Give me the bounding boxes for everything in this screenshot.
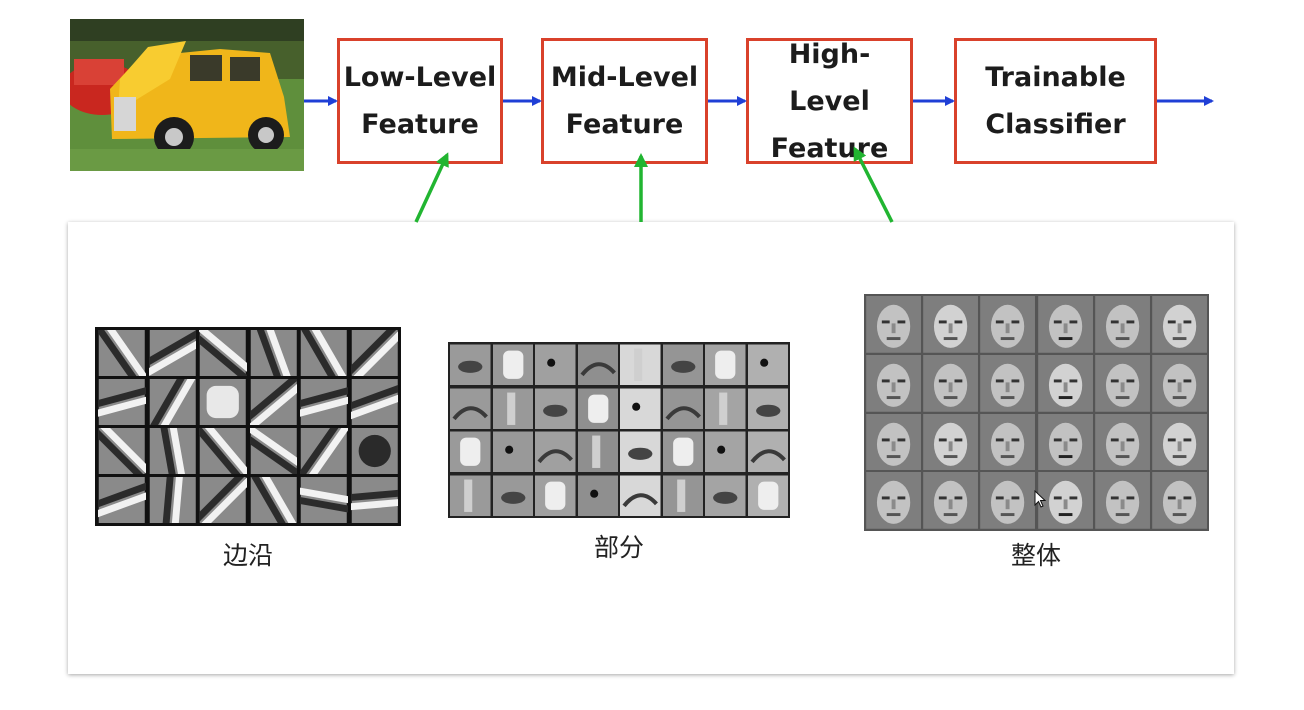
face-feature-tile <box>980 354 1036 412</box>
face-feature-tile <box>923 354 979 412</box>
edge-filter-tile <box>300 379 348 425</box>
part-feature-tile <box>492 431 533 472</box>
stage-label-high-level-feature: High-Level Feature <box>770 38 889 164</box>
edge-filter-tile <box>351 428 398 474</box>
part-feature-tile <box>662 388 703 429</box>
face-feature-tile <box>1152 472 1207 529</box>
edge-filter-tile <box>98 379 146 425</box>
part-feature-tile <box>747 431 788 472</box>
part-feature-tile <box>450 344 491 385</box>
stage-label-low-level-feature: Low-Level Feature <box>343 62 497 140</box>
edge-filter-tile <box>149 477 196 523</box>
face-feature-tile <box>1094 296 1150 353</box>
edge-filter-tile <box>249 477 297 523</box>
part-feature-tile <box>620 431 661 472</box>
face-feature-tile <box>866 354 921 412</box>
face-feature-tile <box>980 472 1036 529</box>
part-feature-tile <box>705 344 746 385</box>
stage-label-trainable-classifier: Trainable Classifier <box>985 62 1126 140</box>
part-feature-tile <box>577 344 618 385</box>
edge-filter-tile <box>149 428 196 474</box>
mouse-pointer-icon <box>1034 490 1046 508</box>
caption-wholes: 整体 <box>1010 541 1061 570</box>
face-feature-tile <box>1094 354 1150 412</box>
whole-object-features-grid <box>864 294 1209 531</box>
edge-filter-tile <box>199 477 247 523</box>
edge-filter-tile <box>148 330 196 376</box>
face-feature-tile <box>1037 354 1093 412</box>
part-feature-tile <box>747 344 788 385</box>
part-feature-tile <box>577 475 618 516</box>
stage-box-trainable-classifier: Trainable Classifier <box>954 38 1157 164</box>
face-feature-tile <box>923 413 979 471</box>
input-car-photo <box>70 19 304 171</box>
stage-box-low-level-feature: Low-Level Feature <box>337 38 503 164</box>
face-feature-tile <box>1152 296 1207 353</box>
face-feature-tile <box>1152 413 1207 471</box>
part-feature-tile <box>705 431 746 472</box>
edge-filter-tile <box>350 477 398 523</box>
edge-filter-tile <box>300 477 348 523</box>
face-feature-tile <box>923 296 979 353</box>
edge-filter-tile <box>148 379 196 425</box>
edge-filters-grid <box>95 327 401 526</box>
edge-filter-tile <box>250 330 297 376</box>
up-arrow-icon <box>414 152 449 223</box>
face-feature-tile <box>1094 413 1150 471</box>
part-feature-tile <box>747 388 788 429</box>
caption-edges: 边沿 <box>222 541 273 570</box>
part-feature-tile <box>620 475 661 516</box>
part-feature-tile <box>450 431 491 472</box>
edge-filter-tile <box>199 428 247 474</box>
part-feature-tile <box>747 475 788 516</box>
edge-filter-tile <box>98 428 146 474</box>
part-feature-tile <box>620 344 661 385</box>
face-feature-tile <box>1037 413 1093 471</box>
edge-filter-tile <box>98 477 146 523</box>
face-feature-tile <box>866 296 921 353</box>
stage-box-high-level-feature: High-Level Feature <box>746 38 913 164</box>
edge-filter-tile <box>300 330 348 376</box>
part-feature-tile <box>535 388 576 429</box>
part-feature-tile <box>492 475 533 516</box>
face-feature-tile <box>980 413 1036 471</box>
part-feature-tile <box>450 475 491 516</box>
edge-filter-tile <box>199 330 247 376</box>
part-feature-tile <box>492 388 533 429</box>
part-feature-tile <box>450 388 491 429</box>
part-feature-tile <box>535 475 576 516</box>
stage-box-mid-level-feature: Mid-Level Feature <box>541 38 708 164</box>
face-feature-tile <box>1037 296 1093 353</box>
part-feature-tile <box>577 431 618 472</box>
edge-filter-tile <box>350 379 398 425</box>
part-feature-tile <box>705 388 746 429</box>
edge-filter-tile <box>98 330 146 376</box>
edge-filter-tile <box>249 379 297 425</box>
caption-parts: 部分 <box>593 533 644 562</box>
part-features-grid <box>448 342 790 518</box>
part-feature-tile <box>662 344 703 385</box>
face-feature-tile <box>923 472 979 529</box>
part-feature-tile <box>662 431 703 472</box>
part-feature-tile <box>535 431 576 472</box>
face-feature-tile <box>980 296 1036 353</box>
edge-filter-tile <box>300 428 348 474</box>
edge-filter-tile <box>199 379 246 425</box>
face-feature-tile <box>1037 472 1093 529</box>
part-feature-tile <box>620 388 661 429</box>
part-feature-tile <box>705 475 746 516</box>
stage-label-mid-level-feature: Mid-Level Feature <box>550 62 699 140</box>
face-feature-tile <box>1152 354 1207 412</box>
part-feature-tile <box>492 344 533 385</box>
part-feature-tile <box>535 344 576 385</box>
face-feature-tile <box>1094 472 1150 529</box>
face-feature-tile <box>866 472 921 529</box>
part-feature-tile <box>577 388 618 429</box>
face-feature-tile <box>866 413 921 471</box>
part-feature-tile <box>662 475 703 516</box>
edge-filter-tile <box>249 428 297 474</box>
edge-filter-tile <box>350 330 398 376</box>
